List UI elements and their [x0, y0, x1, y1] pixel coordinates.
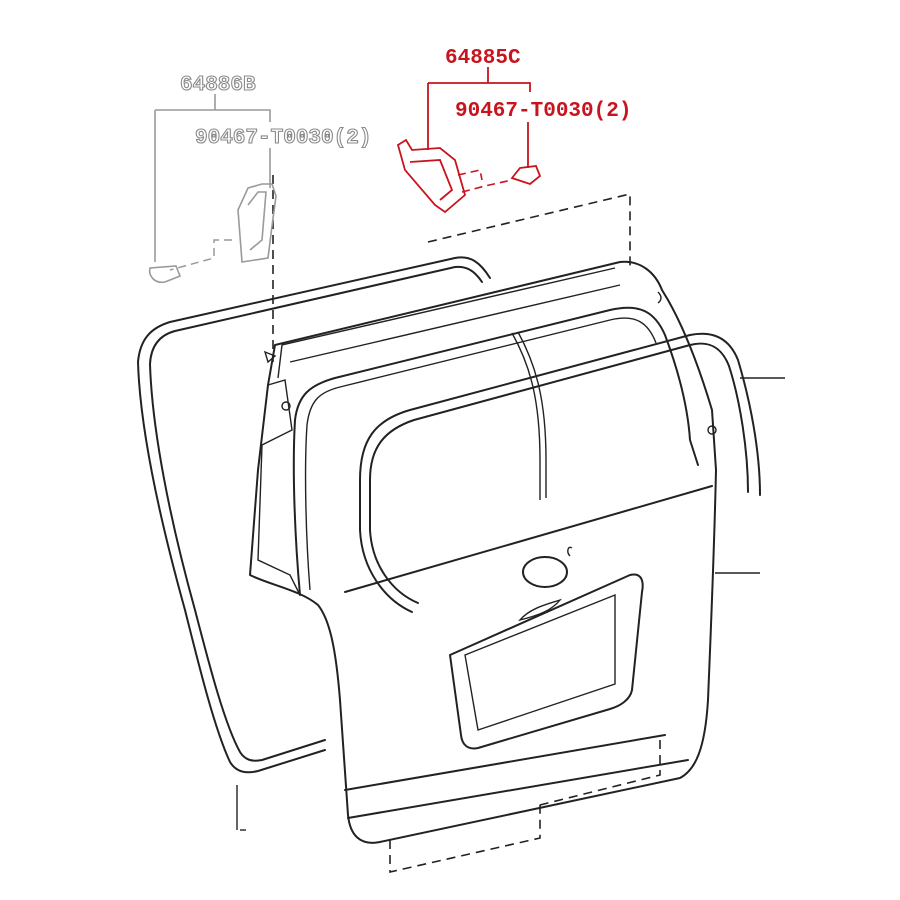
- right-bracket-part: [396, 138, 467, 214]
- left-bracket-part: [237, 183, 277, 263]
- left-clip-icon: [148, 265, 182, 284]
- fastener-number-left[interactable]: 90467-T0030(2): [194, 126, 372, 150]
- license-plate-recess: [449, 573, 644, 750]
- glass-weatherstrip: [359, 332, 761, 613]
- fastener-number-right[interactable]: 90467-T0030(2): [455, 100, 631, 123]
- callout-64886B[interactable]: 64886B 90467-T0030(2): [148, 73, 372, 284]
- right-clip-icon: [510, 165, 542, 186]
- part-number-64886B[interactable]: 64886B: [179, 73, 256, 97]
- part-number-64885C[interactable]: 64885C: [445, 47, 521, 70]
- leader-lines: [236, 175, 785, 874]
- back-door-panel: [249, 260, 717, 844]
- emblem: [522, 556, 568, 588]
- callout-64885C[interactable]: 64885C 90467-T0030(2): [396, 47, 631, 214]
- back-door-weatherstrip: [137, 256, 491, 774]
